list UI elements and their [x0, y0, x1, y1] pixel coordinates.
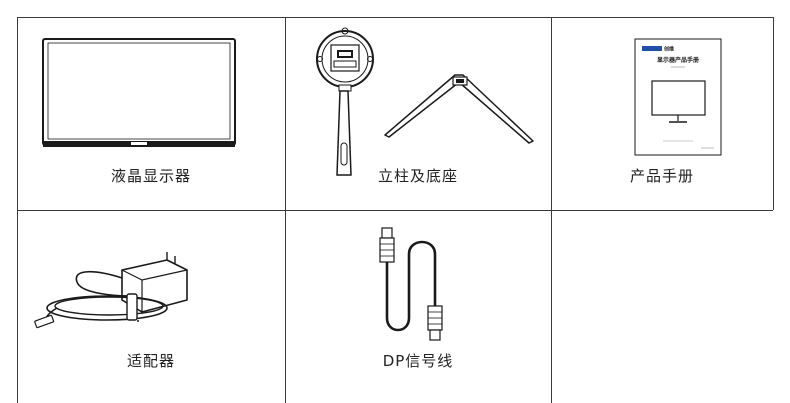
package-item-monitor: 液晶显示器 — [17, 17, 285, 210]
package-item-manual: 创维 显示器产品手册 产品手册 — [551, 17, 773, 210]
dp-cable-icon — [379, 227, 443, 341]
package-item-dp-cable: DP信号线 — [285, 210, 551, 403]
item-label-monitor: 液晶显示器 — [110, 167, 191, 185]
stand-base-icon — [316, 27, 534, 176]
package-item-stand: 立柱及底座 — [285, 17, 551, 210]
table-border-middle — [17, 210, 773, 211]
svg-text:创维: 创维 — [663, 46, 674, 53]
manual-cover-title: 显示器产品手册 — [657, 56, 699, 64]
package-item-adapter: 适配器 — [17, 210, 285, 403]
table-border-col1 — [285, 17, 286, 403]
table-border-right — [773, 17, 774, 210]
power-adapter-icon — [34, 252, 188, 329]
item-label-manual: 产品手册 — [629, 167, 694, 185]
table-border-left — [17, 17, 18, 403]
table-border-col2 — [551, 17, 552, 403]
manual-icon: 创维 显示器产品手册 — [634, 38, 722, 156]
item-label-dp-cable: DP信号线 — [382, 352, 454, 370]
monitor-icon — [42, 38, 236, 147]
item-label-adapter: 适配器 — [126, 352, 175, 370]
package-item-empty — [551, 210, 773, 403]
table-border-top — [17, 17, 773, 18]
item-label-stand: 立柱及底座 — [377, 167, 458, 185]
